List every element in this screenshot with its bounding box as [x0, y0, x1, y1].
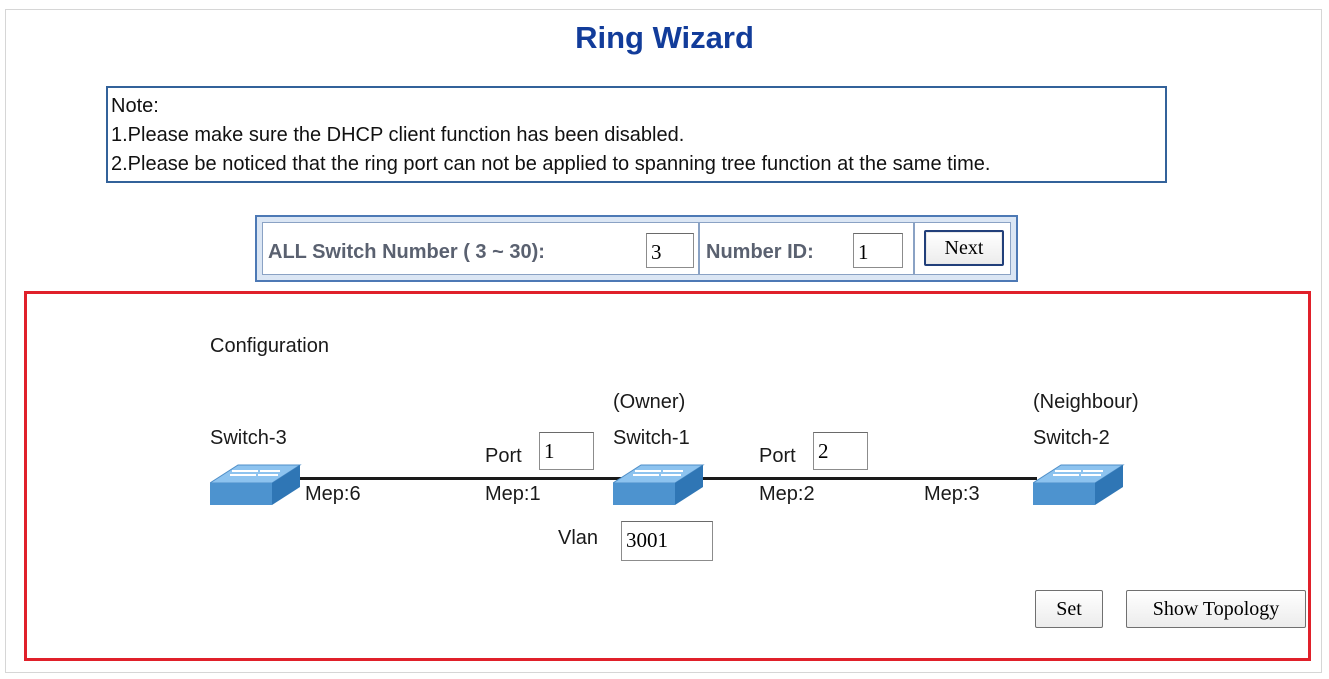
- link-switch1-switch2: [702, 477, 1037, 480]
- page-frame: [5, 9, 1322, 673]
- number-id-input[interactable]: 1: [853, 233, 903, 268]
- port-1-label: Port: [485, 445, 522, 467]
- vlan-label: Vlan: [558, 527, 599, 549]
- network-switch-icon: [613, 464, 705, 505]
- configuration-panel: Configuration Switch-3 Mep:6 Port 1 Mep:…: [24, 291, 1311, 661]
- network-switch-icon: [1033, 464, 1125, 505]
- number-id-label: Number ID:: [706, 241, 814, 263]
- switch-1-name: Switch-1: [613, 427, 690, 449]
- switch-2-role: (Neighbour): [1033, 391, 1139, 413]
- port-2-input[interactable]: 2: [813, 432, 868, 470]
- mep-2-label: Mep:2: [759, 483, 815, 505]
- show-topology-button[interactable]: Show Topology: [1126, 590, 1306, 628]
- switch-number-label: ALL Switch Number ( 3 ~ 30):: [268, 241, 545, 263]
- vlan-input[interactable]: 3001: [621, 521, 713, 561]
- switch-3-mep: Mep:6: [305, 483, 361, 505]
- page-title: Ring Wizard: [575, 20, 754, 55]
- network-switch-icon: [210, 464, 302, 505]
- switch-1-role: (Owner): [613, 391, 686, 413]
- switch-number-input[interactable]: 3: [646, 233, 694, 268]
- mep-3-label: Mep:3: [924, 483, 980, 505]
- note-box: Note: 1.Please make sure the DHCP client…: [106, 86, 1167, 183]
- number-id-cell: Number ID: 1: [699, 222, 914, 275]
- next-button[interactable]: Next: [924, 230, 1004, 266]
- switch-2-name: Switch-2: [1033, 427, 1110, 449]
- port-1-input[interactable]: 1: [539, 432, 594, 470]
- port-2-label: Port: [759, 445, 796, 467]
- wizard-bar: ALL Switch Number ( 3 ~ 30): 3 Number ID…: [255, 215, 1018, 282]
- note-line-2: 2.Please be noticed that the ring port c…: [111, 153, 991, 175]
- mep-1-label: Mep:1: [485, 483, 541, 505]
- note-line-1: 1.Please make sure the DHCP client funct…: [111, 124, 685, 146]
- note-heading: Note:: [111, 95, 159, 117]
- set-button[interactable]: Set: [1035, 590, 1103, 628]
- link-switch3-switch1: [297, 477, 627, 480]
- configuration-heading: Configuration: [210, 335, 329, 357]
- switch-3-name: Switch-3: [210, 427, 287, 449]
- switch-number-cell: ALL Switch Number ( 3 ~ 30): 3: [262, 222, 699, 275]
